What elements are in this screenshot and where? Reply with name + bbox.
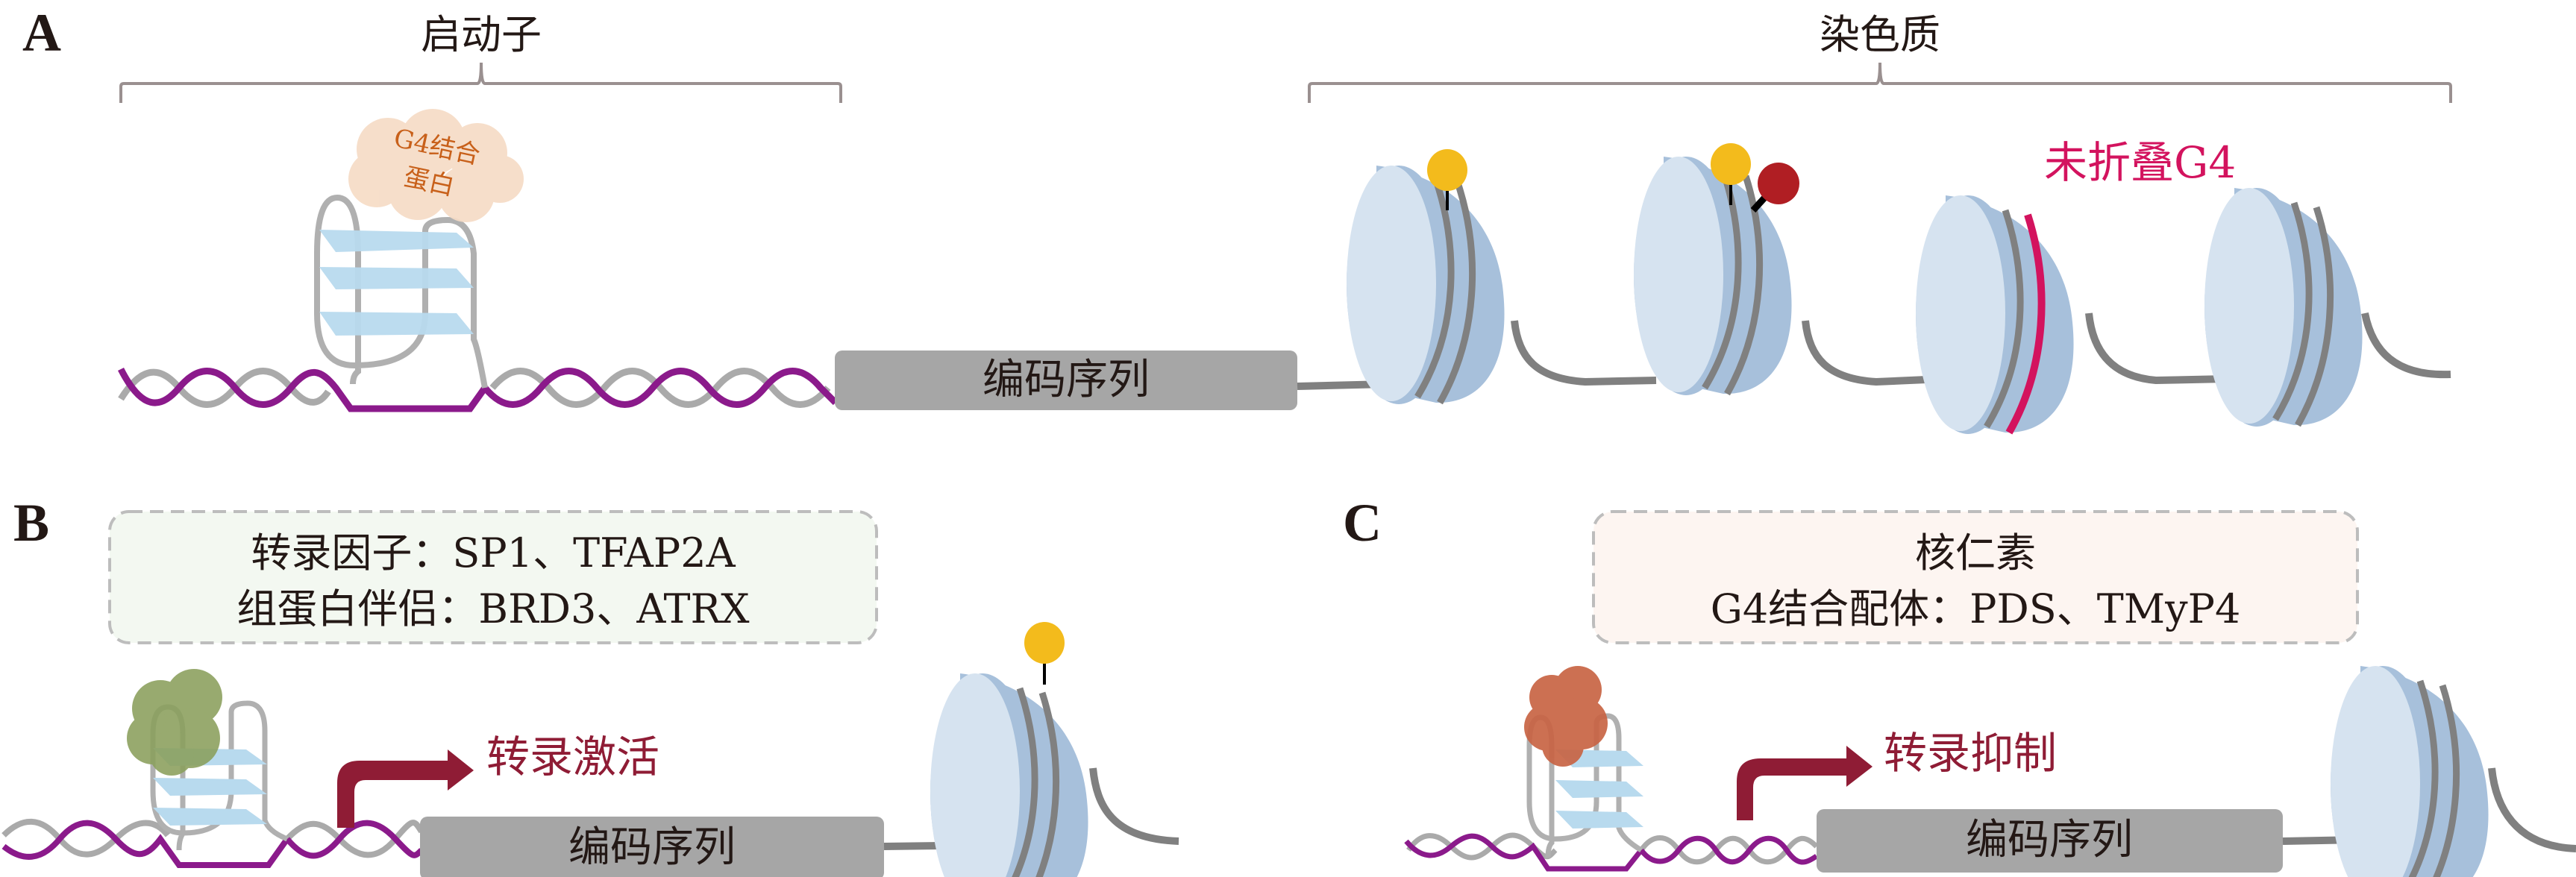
g4-binding-protein-cloud: G4结合 蛋白 xyxy=(348,109,524,222)
coding-label-b: 编码序列 xyxy=(568,823,736,872)
activation-arrow xyxy=(337,749,474,828)
nucleosome-a4 xyxy=(2204,188,2363,427)
panel-letter-b: B xyxy=(13,493,49,553)
factor-box-c xyxy=(1592,510,2359,644)
promoter-label: 启动子 xyxy=(421,11,542,58)
g4-ligands-text: G4结合配体：PDS、TMyP4 xyxy=(1711,585,2241,632)
transcription-factor-protein-b xyxy=(127,669,222,776)
unfolded-g4-strand xyxy=(2005,213,2046,435)
nucleosome-c xyxy=(2331,666,2489,877)
promoter-bracket xyxy=(119,62,842,103)
panel-c: C 核仁素 G4结合配体：PDS、TMyP4 转录抑制 xyxy=(1343,493,2576,877)
histone-mark-yellow-a2 xyxy=(1711,143,1751,205)
histone-mark-yellow-a1 xyxy=(1427,149,1467,210)
nucleosome-a3 xyxy=(1916,195,2074,435)
coding-box-a xyxy=(835,351,1297,410)
nucleolin-protein-c xyxy=(1524,666,1608,767)
dna-helix-b xyxy=(1,818,424,868)
chromatin-label: 染色质 xyxy=(1820,11,1940,58)
coding-sequence-a: 编码序列 xyxy=(835,351,1297,410)
g4-quadruplex-a xyxy=(314,194,488,389)
histone-mark-yellow-b xyxy=(1024,622,1065,685)
histone-chaperones-text: 组蛋白伴侣：BRD3、ATRX xyxy=(236,585,750,632)
coding-box-c xyxy=(1817,809,2283,873)
repression-label: 转录抑制 xyxy=(1884,728,2057,779)
nucleolin-text: 核仁素 xyxy=(1915,529,2036,576)
coding-label-a: 编码序列 xyxy=(983,356,1150,404)
coding-label-c: 编码序列 xyxy=(1966,816,2133,864)
dna-helix-c xyxy=(1404,832,1819,872)
panel-a: A 启动子 染色质 xyxy=(22,3,2452,435)
coding-box-b xyxy=(420,817,884,877)
panel-b: B 转录因子：SP1、TFAP2A 组蛋白伴侣：BRD3、ATRX 转录 xyxy=(1,493,1179,877)
panel-letter-c: C xyxy=(1343,493,1382,553)
repression-arrow xyxy=(1737,746,1873,820)
histone-mark-red-a2 xyxy=(1750,163,1799,213)
dna-helix-a xyxy=(117,367,839,412)
nucleosome-a1 xyxy=(1347,166,1505,405)
factor-box-b xyxy=(108,510,878,644)
chromatin-bracket xyxy=(1308,62,2452,103)
transcription-factors-text: 转录因子：SP1、TFAP2A xyxy=(251,529,736,576)
linker-dna-a xyxy=(1297,312,2451,390)
panel-letter-a: A xyxy=(22,3,61,63)
unfolded-g4-label: 未折叠G4 xyxy=(2044,137,2236,188)
nucleosome-b xyxy=(930,673,1088,877)
activation-label: 转录激活 xyxy=(486,732,659,782)
